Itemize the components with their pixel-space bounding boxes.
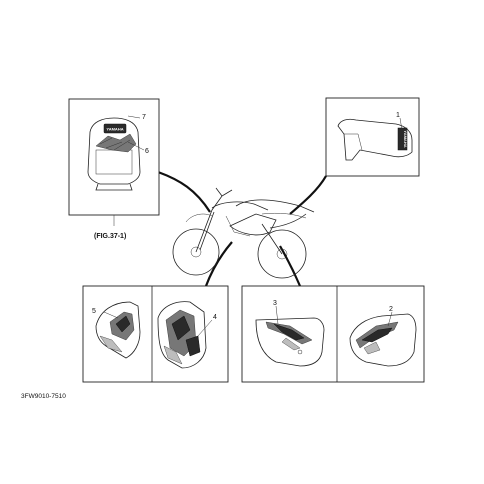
seat-brand-decal — [397, 127, 408, 151]
leader-seat — [289, 175, 327, 215]
leader-lines — [157, 170, 327, 287]
panel-front-number-plate: YAMAHA 7 6 — [68, 98, 160, 216]
panel-shrouds-frame — [82, 285, 229, 383]
front-plate-lower-mount — [95, 183, 133, 191]
panel-side-covers: 3 2 — [241, 285, 425, 383]
seat-brand-text: YAMAHA — [403, 130, 408, 147]
callout-3: 3 — [273, 300, 277, 307]
left-shroud — [95, 301, 141, 359]
callout-5: 5 — [92, 308, 96, 315]
panel-side-covers-frame — [241, 285, 425, 383]
fig-reference: (FIG.37-1) — [94, 233, 126, 240]
leader-side-covers — [279, 245, 302, 287]
front-number-plate — [87, 117, 141, 185]
seat-outline — [337, 118, 413, 161]
callout-4: 4 — [213, 314, 217, 321]
panel-shrouds: 5 4 — [82, 285, 229, 383]
callout-6: 6 — [145, 148, 149, 155]
right-side-cover — [349, 313, 417, 367]
motorcycle-illustration — [172, 187, 315, 279]
front-plate-brand-patch — [103, 123, 127, 134]
leader-front-plate — [157, 170, 211, 213]
callout-7: 7 — [142, 114, 146, 121]
callout-2: 2 — [389, 306, 393, 313]
front-plate-brand-text: YAMAHA — [106, 127, 123, 132]
left-side-cover — [255, 317, 325, 367]
drawing-code: 3FW9010-7510 — [21, 393, 66, 400]
panel-seat: YAMAHA 1 — [325, 97, 420, 177]
callout-1: 1 — [396, 112, 400, 119]
leader-shrouds — [204, 241, 233, 287]
right-shroud — [157, 301, 207, 369]
front-plate-graphic-decal — [95, 133, 137, 153]
